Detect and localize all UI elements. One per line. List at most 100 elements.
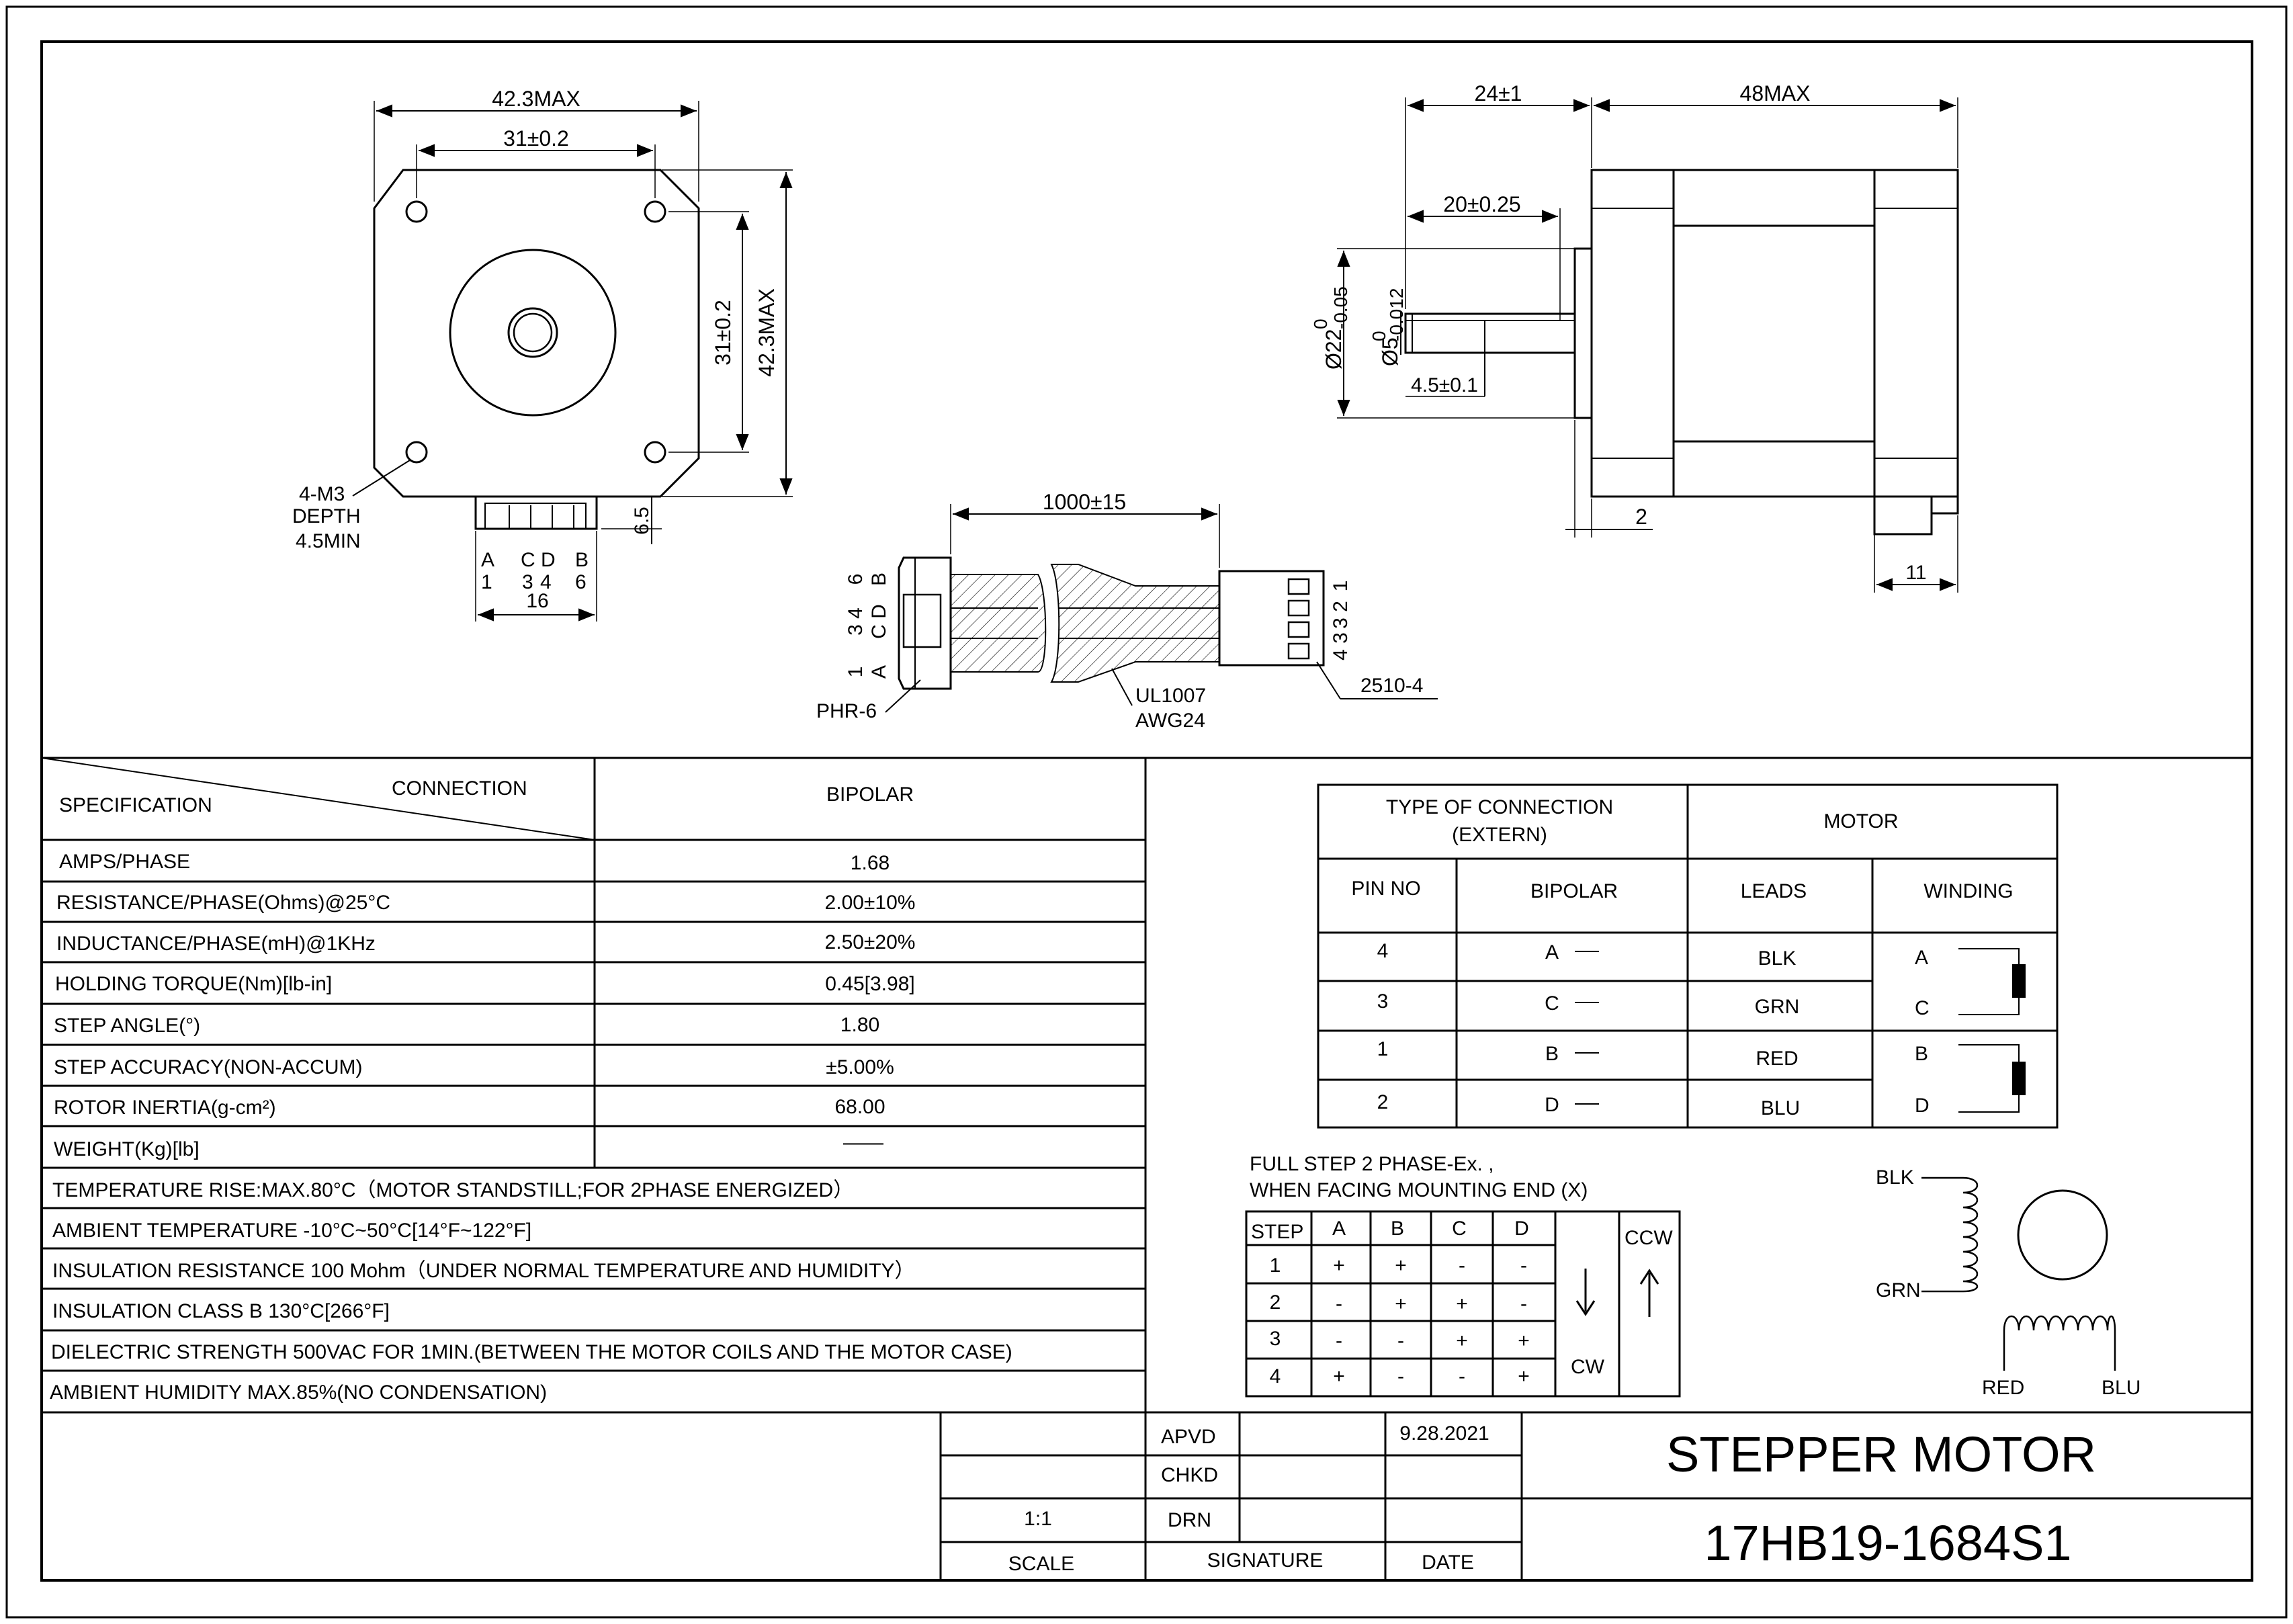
connection-row: 1 B RED <box>1377 1038 1799 1070</box>
spec-row: STEP ACCURACY(NON-ACCUM) ±5.00% <box>54 1056 894 1078</box>
dim-connector-length-label: 11 <box>1905 562 1926 584</box>
right-housing-pin <box>1287 578 1310 595</box>
connection-row: 3 C GRN <box>1377 990 1800 1018</box>
winding-symbol: A C <box>1915 947 2026 1019</box>
left-pin-letters-cd: C D <box>868 604 890 639</box>
date-value: 9.28.2021 <box>1399 1422 1489 1445</box>
winding-symbol: B D <box>1915 1043 2026 1117</box>
dim-boss-lower-tol: -0.05 <box>1330 286 1351 329</box>
pin-letter-d: D <box>541 549 556 571</box>
mount-hole <box>644 441 666 464</box>
right-housing <box>1218 570 1325 667</box>
leader-line <box>885 679 921 713</box>
pin-number-6: 6 <box>575 571 587 593</box>
spec-value: 1.68 <box>851 852 890 874</box>
wire-label-grn: GRN <box>1876 1279 1921 1301</box>
left-pin-number-1: 1 <box>845 667 867 678</box>
spec-value: 2.00±10% <box>825 892 916 914</box>
header-connection: CONNECTION <box>392 777 527 800</box>
ccw-label: CCW <box>1625 1227 1673 1249</box>
hole-note-line3: 4.5MIN <box>296 530 361 552</box>
leader-line <box>1111 668 1133 706</box>
dim-body-length-label: 48MAX <box>1740 81 1811 105</box>
mount-hole <box>405 200 428 223</box>
apvd-label: APVD <box>1161 1426 1216 1448</box>
winding-label: A <box>1915 947 1928 969</box>
step-number: 1 <box>1270 1254 1281 1277</box>
step-cell: + <box>1456 1330 1468 1352</box>
hole-note-line1: 4-M3 <box>299 483 345 505</box>
part-number: 17HB19-1684S1 <box>1704 1515 2071 1571</box>
header-bipolar: BIPOLAR <box>826 783 914 806</box>
lead-cell: RED <box>1756 1048 1798 1070</box>
step-row: 3 - - + + <box>1270 1328 1530 1352</box>
dim-hole-spacing-label: 31±0.2 <box>503 126 569 151</box>
step-cell: + <box>1395 1254 1407 1277</box>
inner-border <box>40 40 2253 1582</box>
spec-value: ±5.00% <box>826 1056 894 1078</box>
right-housing-pin <box>1287 642 1310 660</box>
dim-height-label: 42.3MAX <box>754 288 779 377</box>
step-title-line2: WHEN FACING MOUNTING END (X) <box>1250 1179 1588 1201</box>
step-cell: - <box>1336 1293 1342 1315</box>
left-pin-number-6: 6 <box>845 574 867 585</box>
title-block: APVD CHKD DRN 9.28.2021 1:1 SCALE SIGNAT… <box>939 1412 2252 1580</box>
boss <box>1573 247 1593 419</box>
pin-cell: 4 <box>1377 940 1389 962</box>
step-header-c: C <box>1452 1217 1467 1240</box>
pin-cell: 2 <box>1377 1091 1389 1113</box>
housing-left-label: PHR-6 <box>816 700 877 722</box>
shaft <box>1404 312 1576 354</box>
col-bipolar-header: BIPOLAR <box>1530 880 1618 902</box>
side-view: 24±1 48MAX 20±0.25 Ø22 0 -0.05 Ø5 0 -0.0… <box>1310 81 1959 593</box>
left-pin-numbers-34: 3 4 <box>845 607 867 636</box>
pin-letter-a: A <box>481 549 494 571</box>
spec-row: RESISTANCE/PHASE(Ohms)@25°C 2.00±10% <box>56 892 915 914</box>
header-specification: SPECIFICATION <box>59 794 212 816</box>
date-label: DATE <box>1422 1551 1474 1574</box>
pin-cell: 3 <box>1377 990 1389 1013</box>
type-of-connection-subheader: (EXTERN) <box>1452 824 1547 846</box>
bipolar-cell: C <box>1545 992 1559 1015</box>
dim-flat-length-label: 20±0.25 <box>1443 192 1520 216</box>
wiring-diagram: BLK GRN RED BLU <box>1876 1166 2140 1399</box>
step-number: 4 <box>1270 1365 1281 1387</box>
motor-body <box>1590 169 1959 498</box>
pin-letter-b: B <box>575 549 589 571</box>
col-leads-header: LEADS <box>1741 880 1807 902</box>
spec-note: AMBIENT TEMPERATURE -10°C~50°C[14°F~122°… <box>52 1220 531 1242</box>
step-cell: - <box>1397 1365 1404 1387</box>
dim-shaft-upper-tol: 0 <box>1369 331 1389 341</box>
spec-note: DIELECTRIC STRENGTH 500VAC FOR 1MIN.(BET… <box>51 1341 1012 1363</box>
dim-boss-diameter-label: Ø22 <box>1322 329 1346 370</box>
step-header-b: B <box>1391 1217 1404 1240</box>
pin-number-4: 4 <box>540 571 552 593</box>
step-cell: - <box>1336 1330 1342 1352</box>
winding-label: C <box>1915 997 1930 1019</box>
spec-row: AMPS/PHASE 1.68 <box>59 851 890 874</box>
spec-value: 1.80 <box>840 1014 879 1036</box>
leader-line <box>352 460 410 497</box>
step-cell: + <box>1333 1254 1345 1277</box>
spec-note: INSULATION CLASS B 130°C[266°F] <box>52 1300 390 1322</box>
spec-label: AMPS/PHASE <box>59 851 190 873</box>
outer-border <box>5 5 2288 1619</box>
lead-cell: BLU <box>1761 1097 1800 1119</box>
wire-spec-line2: AWG24 <box>1135 710 1205 732</box>
step-header-a: A <box>1332 1217 1346 1240</box>
spec-table: CONNECTION SPECIFICATION BIPOLAR AMPS/PH… <box>41 757 2252 1414</box>
left-housing <box>898 556 952 690</box>
hole-note-line2: DEPTH <box>292 505 361 527</box>
left-pin-letter-b: B <box>868 572 890 586</box>
connection-table: TYPE OF CONNECTION (EXTERN) MOTOR PIN NO… <box>1317 783 2059 1129</box>
housing-right-label: 2510-4 <box>1360 675 1423 697</box>
step-cell: + <box>1456 1293 1468 1315</box>
spec-label: HOLDING TORQUE(Nm)[lb-in] <box>55 973 332 995</box>
col-winding-header: WINDING <box>1923 880 2013 902</box>
type-of-connection-header: TYPE OF CONNECTION <box>1386 796 1613 818</box>
step-cell: + <box>1395 1293 1407 1315</box>
step-cell: - <box>1459 1365 1465 1387</box>
dim-boss-height-label: 2 <box>1635 505 1647 529</box>
step-cell: - <box>1520 1254 1527 1277</box>
